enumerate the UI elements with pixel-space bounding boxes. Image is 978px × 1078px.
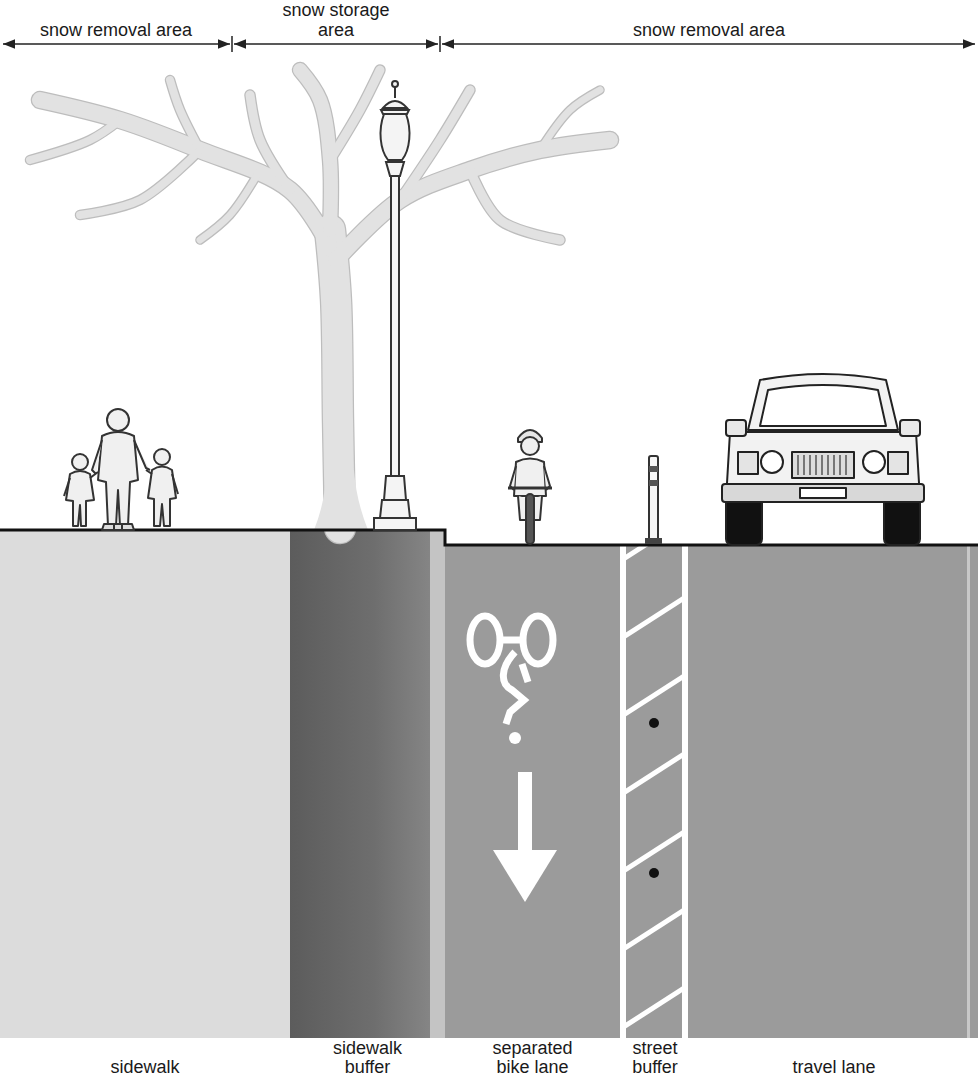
zone-label: snow removal area [559,20,859,40]
car [722,374,924,545]
roadway-band [445,545,978,1038]
cyclist [508,430,552,544]
street-band: street buffer [620,545,690,1078]
band-label: sidewalk buffer [318,1039,418,1077]
lamppost [374,81,416,530]
street-band: separated bike lane [445,545,620,1078]
band-label: travel lane [734,1058,934,1077]
zone-label: snow storage area [276,0,396,40]
street-buffer-hatch [620,520,688,1038]
tree [30,70,610,530]
band-label: sidewalk [75,1058,215,1077]
bollard [645,456,662,544]
street-band: travel lane [690,545,978,1078]
sidewalk-buffer-band [290,530,430,1038]
band-label: separated bike lane [478,1039,588,1077]
street-band: sidewalk buffer [290,530,445,1078]
street-band: sidewalk [0,530,290,1078]
sidewalk-band [0,530,290,1038]
bike-lane-symbol [470,616,553,744]
pedestrians [64,409,178,530]
curb-strip [430,530,445,1038]
ground-edge [0,530,978,545]
band-label: street buffer [622,1039,688,1077]
zone-label: snow removal area [6,20,226,40]
direction-arrow [493,772,557,902]
lane-edge-line [967,545,970,1038]
